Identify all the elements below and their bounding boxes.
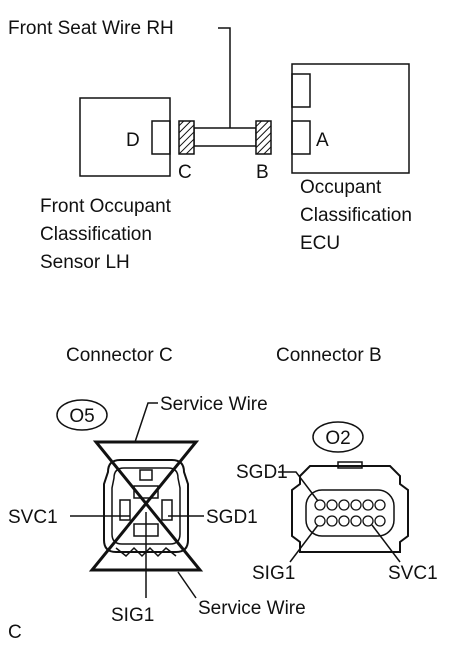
sensor-label-line-1: Front Occupant	[40, 196, 172, 217]
connector-b-pins	[314, 499, 386, 527]
b-pin	[338, 499, 350, 511]
connector-c-title: Connector C	[66, 345, 173, 366]
b-pin-sgd1: SGD1	[236, 462, 288, 483]
b-pin	[338, 515, 350, 527]
b-sgd1-leader	[278, 471, 319, 502]
harness-label: Front Seat Wire RH	[8, 18, 174, 39]
plug-b-id: B	[256, 162, 269, 183]
connector-c-code-oval	[56, 399, 108, 431]
service-wire-top-leader	[134, 402, 158, 443]
b-pin	[350, 515, 362, 527]
b-pin	[326, 499, 338, 511]
b-svc1-leader	[371, 524, 401, 563]
sensor-label-line-2: Classification	[40, 224, 152, 245]
b-pin	[362, 499, 374, 511]
ecu-label-line-1: Occupant	[300, 177, 382, 198]
service-wire-bottom-leader	[177, 571, 197, 599]
service-wire-loop	[88, 440, 204, 572]
ecu-box	[291, 63, 410, 174]
corner-letter: C	[8, 622, 22, 643]
sensor-box	[79, 97, 171, 177]
b-pin	[314, 499, 326, 511]
connector-b-code: O2	[325, 428, 350, 449]
connector-b-title: Connector B	[276, 345, 382, 366]
b-pin	[326, 515, 338, 527]
b-sig1-leader	[289, 524, 319, 563]
c-pin-svc1: SVC1	[8, 507, 58, 528]
b-pin	[362, 515, 374, 527]
plug-c	[178, 120, 195, 155]
plug-b	[255, 120, 272, 155]
ecu-connector-a	[291, 120, 311, 155]
sensor-label-line-3: Sensor LH	[40, 252, 130, 273]
c-pin-sig1: SIG1	[111, 605, 154, 626]
b-pin	[374, 515, 386, 527]
service-wire-bottom-label: Service Wire	[198, 598, 306, 619]
ecu-connector-id: A	[316, 130, 329, 151]
b-pin	[374, 499, 386, 511]
b-pin-sig1: SIG1	[252, 563, 295, 584]
ecu-label-line-2: Classification	[300, 205, 412, 226]
ecu-label-line-3: ECU	[300, 233, 340, 254]
service-wire-top-label: Service Wire	[160, 394, 268, 415]
plug-c-id: C	[178, 162, 192, 183]
b-pin-svc1: SVC1	[388, 563, 438, 584]
connector-b-code-oval	[312, 421, 364, 453]
connector-c-code: O5	[69, 406, 94, 427]
connector-b-body	[291, 461, 409, 553]
harness-wire	[193, 127, 257, 147]
ecu-connector-upper	[291, 73, 311, 108]
sensor-connector-d	[151, 120, 171, 155]
c-pin-sgd1: SGD1	[206, 507, 258, 528]
sensor-connector-id: D	[126, 130, 140, 151]
harness-leader-line	[218, 27, 231, 128]
b-pin	[350, 499, 362, 511]
b-pin	[314, 515, 326, 527]
